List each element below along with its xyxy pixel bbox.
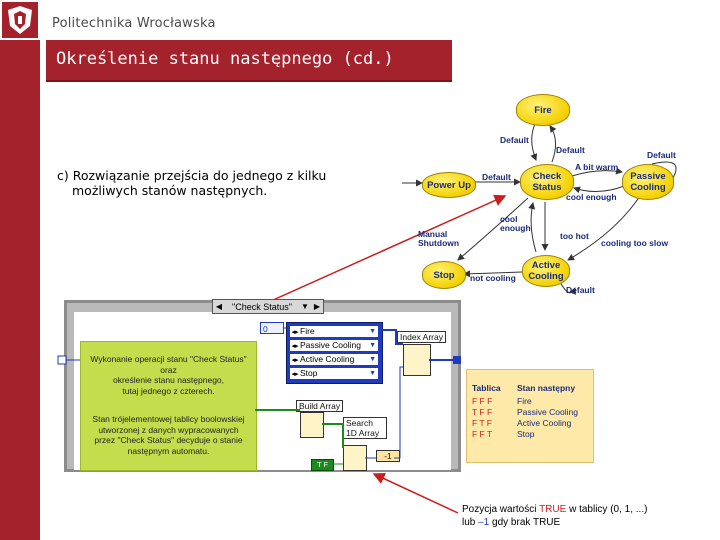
build-array-label: Build Array (296, 400, 344, 412)
enum-arrows-icon: ◂▸ (291, 343, 299, 350)
comment-note: Wykonanie operacji stanu "Check Status" … (80, 341, 257, 471)
transition-not-cooling: not cooling (470, 273, 516, 283)
enum-item-label: Passive Cooling (300, 340, 361, 350)
index-array-label: Index Array (397, 331, 446, 343)
transition-a-bit-warm: A bit warm (575, 162, 619, 172)
enum-item[interactable]: ◂▸Passive Cooling ▼ (290, 340, 378, 351)
truth-table-header-right: Stan następny (517, 383, 576, 393)
university-logo (0, 0, 40, 40)
truth-table-cell: Active Cooling (517, 418, 572, 428)
comment-p1-line: oraz (160, 364, 177, 375)
body-text-line-1: c) Rozwiązanie przejścia do jednego z ki… (57, 168, 327, 183)
annotation-true-word: TRUE (539, 504, 567, 515)
truth-table-cell: Fire (517, 396, 532, 406)
comment-p1-line: Wykonanie operacji stanu "Check Status" (90, 354, 247, 364)
enum-item-label: Stop (300, 368, 318, 378)
transition-cooling-too-slow: cooling too slow (601, 238, 669, 248)
case-selector-label: "Check Status" (232, 301, 292, 312)
university-name: Politechnika Wrocławska (52, 16, 216, 31)
transition-default-check-fire: Default (556, 145, 585, 155)
transition-default-active: Default (566, 285, 595, 295)
state-check-status: Check Status (520, 164, 574, 200)
slide-title: Określenie stanu następnego (cd.) (56, 49, 394, 69)
enum-item[interactable]: ◂▸Fire ▼ (290, 326, 378, 337)
index-array-node[interactable] (403, 344, 431, 376)
slide-title-bar: Określenie stanu następnego (cd.) (46, 40, 452, 82)
annotation-text: gdy brak TRUE (489, 517, 561, 528)
comment-paragraph-2: Stan trójelementowej tablicy boolowskiej… (81, 414, 256, 456)
truth-table-cell: Stop (517, 429, 535, 439)
transition-default-passive-self: Default (647, 150, 676, 160)
truth-table-cell: F T F (472, 418, 492, 428)
truth-table-cell: T F F (472, 407, 493, 417)
comment-p2-line: Stan trójelementowej tablicy boolowskiej (92, 414, 245, 424)
enum-arrows-icon: ◂▸ (291, 371, 299, 378)
enum-arrows-icon: ◂▸ (291, 329, 299, 336)
state-active-cooling: Active Cooling (522, 255, 570, 287)
transition-cool-enough-passive: cool enough (566, 192, 617, 202)
truth-table-cell: F F F (472, 396, 493, 406)
brand-side-band (0, 0, 40, 540)
enum-item-label: Active Cooling (300, 354, 355, 364)
state-stop: Stop (422, 261, 466, 289)
comment-p2-line: przez "Check Status" decyduje o stanie (94, 435, 243, 445)
enum-array-constant[interactable]: ◂▸Fire▼ ◂▸Passive Cooling▼ ◂▸Active Cool… (286, 322, 383, 384)
state-power-up: Power Up (422, 172, 476, 198)
comment-paragraph-1: Wykonanie operacji stanu "Check Status" … (81, 354, 256, 396)
body-text: c) Rozwiązanie przejścia do jednego z ki… (57, 168, 326, 198)
build-array-node[interactable] (300, 412, 324, 438)
body-text-line-2: możliwych stanów następnych. (72, 183, 268, 198)
case-next-arrow-icon[interactable]: ▶ (313, 302, 321, 311)
annotation-minus-one: –1 (478, 517, 490, 528)
annotation-text: w tablicy (0, 1, ...) (566, 504, 648, 515)
transition-default-power-check: Default (482, 172, 511, 182)
dropdown-icon: ▼ (369, 342, 376, 349)
case-dropdown-icon[interactable]: ▼ (301, 302, 309, 311)
dropdown-icon: ▼ (369, 356, 376, 363)
enum-item[interactable]: ◂▸Stop ▼ (290, 368, 378, 379)
truth-table-header-left: Tablica (472, 383, 501, 393)
truth-table-cell: F F T (472, 429, 493, 439)
transition-cool-enough-check: cool enough (500, 214, 531, 233)
dropdown-icon: ▼ (369, 370, 376, 377)
bottom-annotation-line-1: Pozycja wartości TRUE w tablicy (0, 1, .… (462, 503, 647, 516)
comment-p2-line: utworzonej z danych wypracowanych (98, 424, 239, 435)
case-prev-arrow-icon[interactable]: ◀ (215, 302, 223, 311)
truth-table-cell: Passive Cooling (517, 407, 578, 417)
case-selector[interactable]: ◀ "Check Status" ▼ ▶ (212, 299, 324, 314)
comment-p1-line: tutaj jednego z czterech. (122, 385, 215, 396)
bottom-annotation-line-2: lub –1 gdy brak TRUE (462, 516, 647, 529)
bottom-annotation: Pozycja wartości TRUE w tablicy (0, 1, .… (462, 503, 647, 529)
dropdown-icon: ▼ (369, 328, 376, 335)
transition-default-fire-check: Default (500, 135, 529, 145)
enum-item-label: Fire (300, 326, 315, 336)
transition-manual-shutdown: Manual Shutdown (418, 229, 460, 248)
truth-table-note: Tablica Stan następny F F F Fire T F F P… (466, 369, 594, 463)
enum-arrows-icon: ◂▸ (291, 357, 299, 364)
annotation-text: lub (462, 517, 479, 528)
annotation-text: Pozycja wartości (462, 504, 540, 515)
comment-p1-line: określenie stanu następnego, (112, 375, 225, 385)
index-constant[interactable]: 0 (260, 322, 284, 334)
state-fire: Fire (516, 94, 570, 126)
transition-too-hot: too hot (560, 231, 589, 241)
comment-p2-line: następnym automatu. (127, 445, 210, 456)
enum-item[interactable]: ◂▸Active Cooling ▼ (290, 354, 378, 365)
state-passive-cooling: Passive Cooling (622, 164, 674, 200)
boolean-constant[interactable]: T F (311, 459, 334, 471)
